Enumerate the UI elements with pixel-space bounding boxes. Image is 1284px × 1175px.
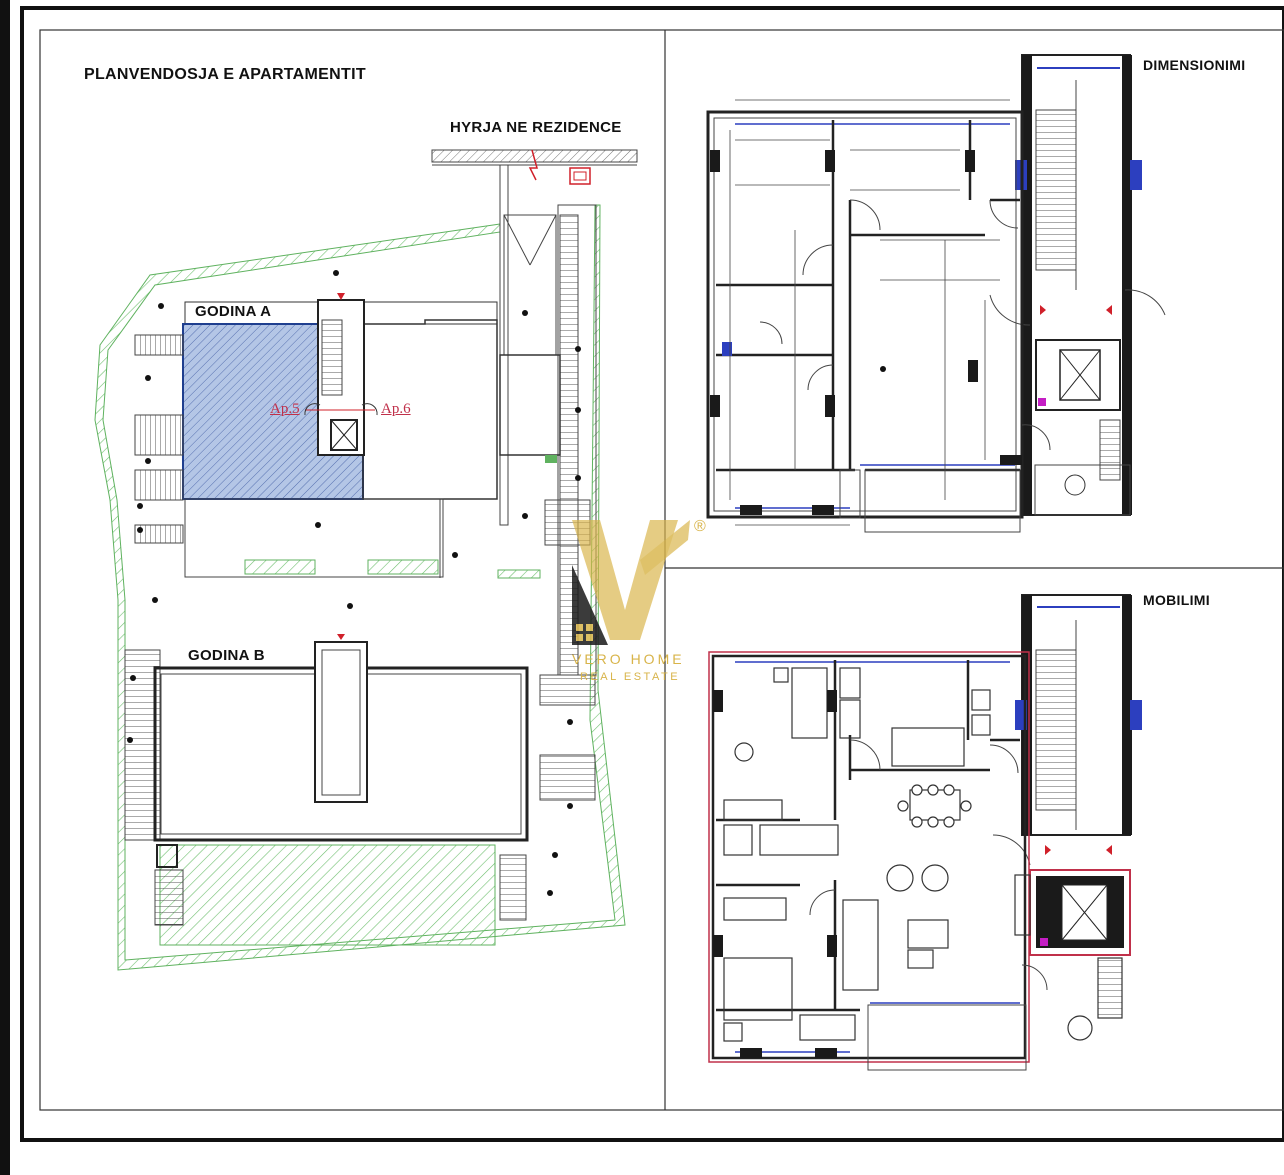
apartment-5-label: Ap.5 <box>270 401 300 417</box>
watermark-brand-name: VERO HOME <box>572 651 685 667</box>
vero-home-logo <box>572 520 690 645</box>
furniture-plan-title: MOBILIMI <box>1143 592 1210 608</box>
watermark-brand-sub: REAL ESTATE <box>580 671 681 683</box>
building-a-label: GODINA A <box>195 303 272 320</box>
apartment-6-label: Ap.6 <box>381 401 411 417</box>
furniture-plan <box>708 594 1142 1071</box>
dimension-plan-title: DIMENSIONIMI <box>1143 57 1246 73</box>
dimension-plan <box>706 54 1166 533</box>
entrance-label: HYRJA NE REZIDENCE <box>450 119 622 136</box>
watermark-registered-mark: ® <box>694 518 706 535</box>
site-plan <box>94 149 638 971</box>
building-b-label: GODINA B <box>188 647 265 664</box>
site-plan-title: PLANVENDOSJA E APARTAMENTIT <box>84 66 366 83</box>
